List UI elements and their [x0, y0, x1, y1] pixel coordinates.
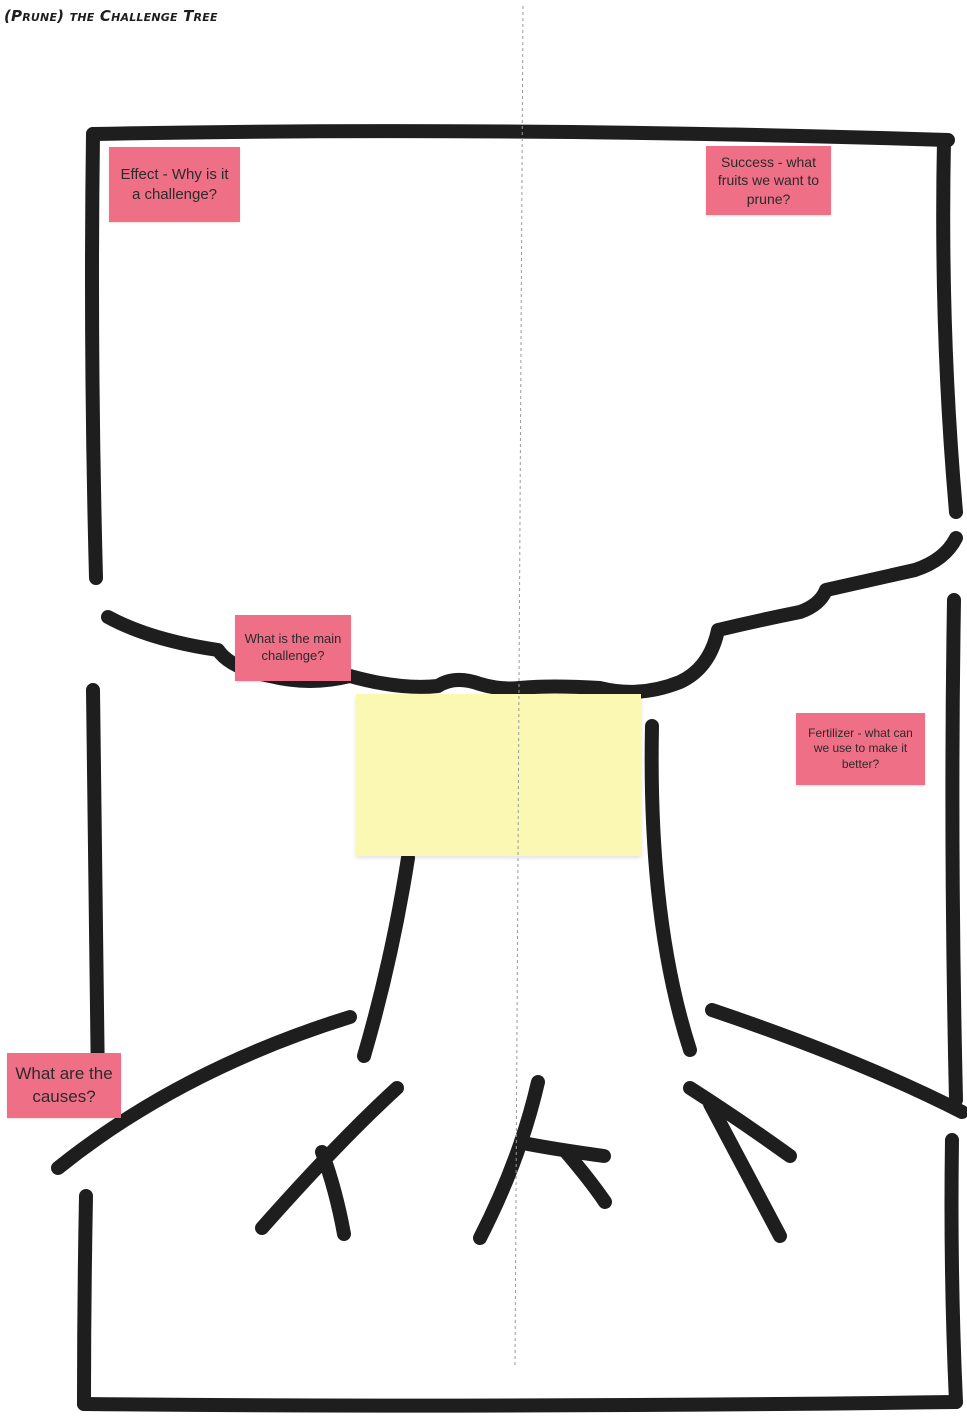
canopy-right-edge [943, 140, 956, 512]
soil-right-edge [952, 1140, 957, 1402]
root-middle [480, 1082, 605, 1238]
sticky-note-main-challenge[interactable]: What is the main challenge? [235, 615, 351, 681]
canopy-left-edge [92, 134, 96, 578]
sticky-note-main-challenge-text: What is the main challenge? [241, 631, 345, 665]
sticky-note-effect-text: Effect - Why is it a challenge? [115, 165, 234, 204]
sticky-note-challenge-input[interactable] [356, 694, 641, 856]
sticky-note-fertilizer-text: Fertilizer - what can we use to make it … [802, 726, 919, 773]
ground-right-line [712, 1010, 962, 1112]
root-right [690, 1088, 790, 1236]
soil-left-edge [84, 1196, 86, 1404]
trunk-left-line [364, 858, 408, 1056]
root-left [262, 1088, 397, 1234]
soil-bottom-edge [84, 1402, 956, 1406]
sticky-note-success-text: Success - what fruits we want to prune? [712, 153, 825, 208]
sticky-note-success[interactable]: Success - what fruits we want to prune? [706, 146, 831, 215]
trunk-right-line [652, 726, 690, 1050]
right-wall-line [952, 600, 956, 1100]
sticky-note-causes-text: What are the causes? [13, 1063, 115, 1107]
sticky-note-effect[interactable]: Effect - Why is it a challenge? [109, 147, 240, 222]
sticky-note-causes[interactable]: What are the causes? [7, 1053, 121, 1118]
board-title: (Prune) the Challenge Tree [4, 7, 218, 25]
sticky-note-fertilizer[interactable]: Fertilizer - what can we use to make it … [796, 713, 925, 785]
left-wall-line [93, 690, 98, 1088]
canopy-top-edge [93, 131, 948, 140]
